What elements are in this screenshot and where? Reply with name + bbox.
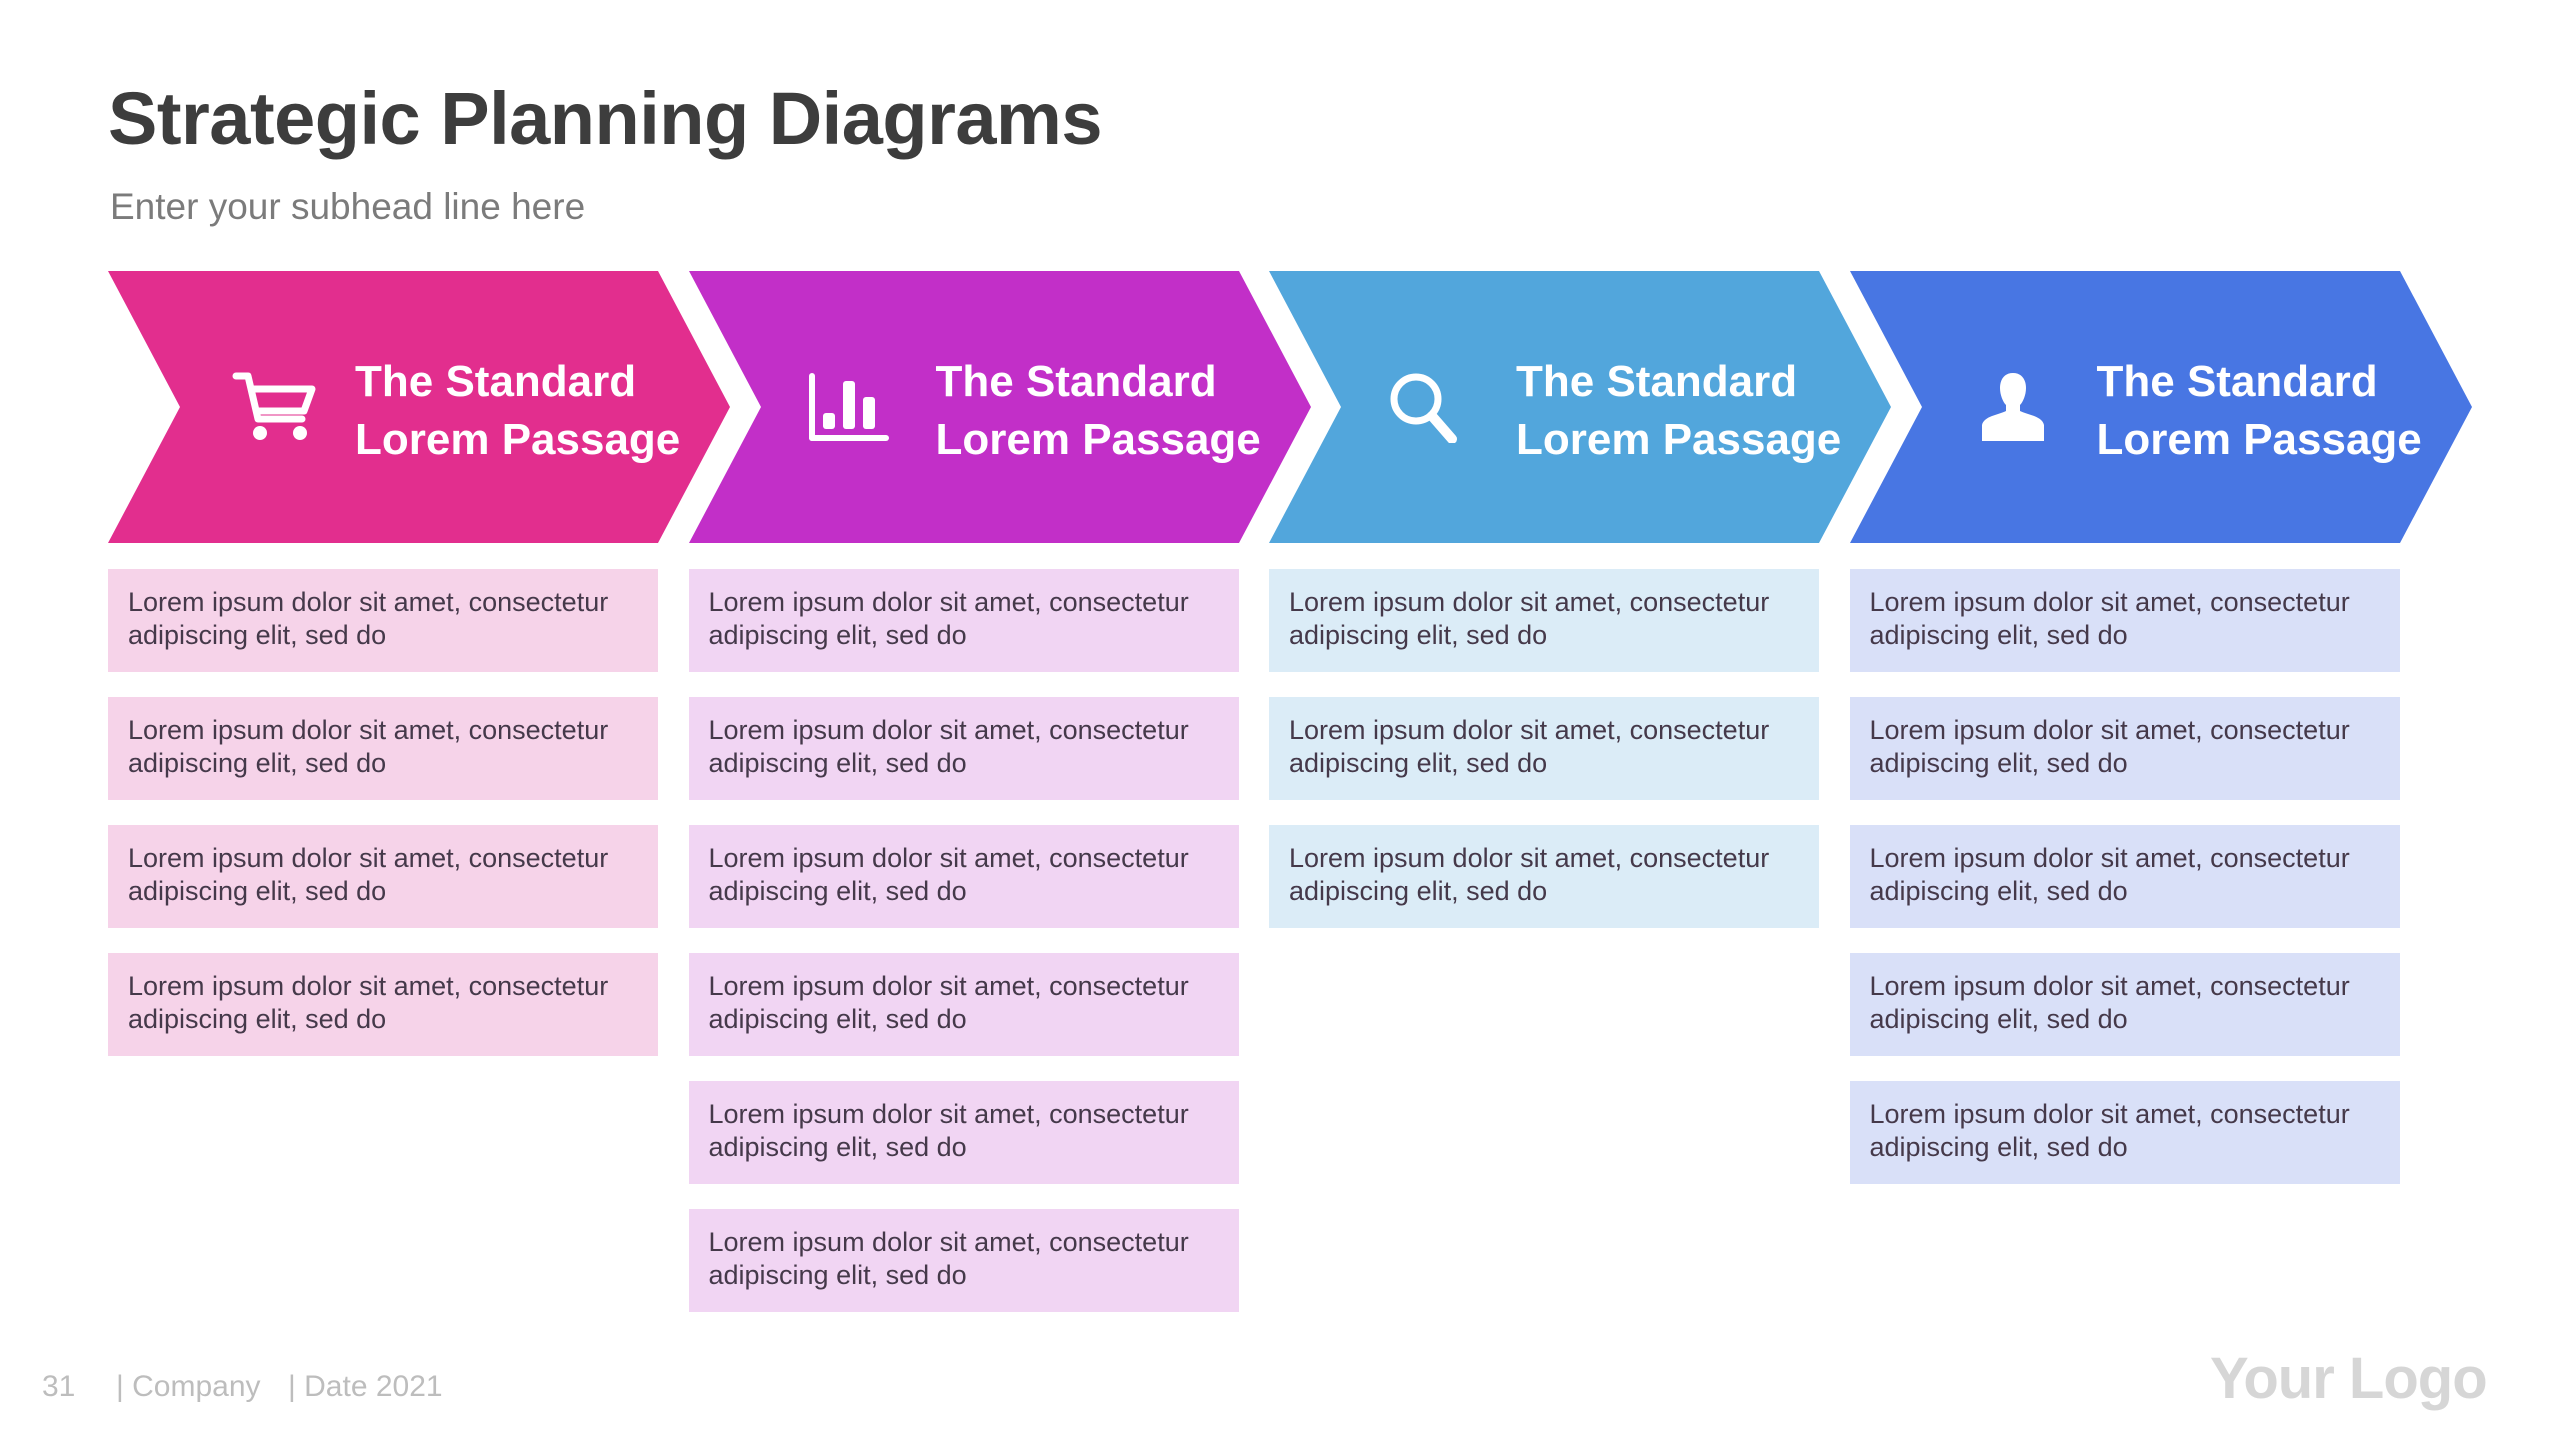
step-heading-line2: Lorem Passage <box>1516 415 1842 464</box>
user-icon <box>1968 371 2058 443</box>
list-item-line1: Lorem ipsum dolor sit amet, consectetur <box>708 1227 1189 1257</box>
chevron-fill <box>1849 271 2472 543</box>
step-heading-line2: Lorem Passage <box>2096 415 2422 464</box>
list-item-line1: Lorem ipsum dolor sit amet, consectetur <box>1289 587 1770 617</box>
list-item-line2: adipiscing elit, sed do <box>708 876 967 906</box>
list-item-line2: adipiscing elit, sed do <box>708 1132 967 1162</box>
list-item-line1: Lorem ipsum dolor sit amet, consectetur <box>128 587 609 617</box>
chevron-shape <box>688 271 1311 543</box>
list-item-line2: adipiscing elit, sed do <box>128 748 387 778</box>
step-heading-line2: Lorem Passage <box>355 415 681 464</box>
list-item-line1: Lorem ipsum dolor sit amet, consectetur <box>708 843 1189 873</box>
bar-chart-icon <box>805 371 895 443</box>
list-item-line2: adipiscing elit, sed do <box>1869 876 2128 906</box>
footer-company: | Company <box>116 1370 261 1403</box>
step-heading-line1: The Standard <box>935 357 1217 406</box>
chevron-fill <box>688 271 1311 543</box>
list-item-line2: adipiscing elit, sed do <box>708 1260 967 1290</box>
list-item-line2: adipiscing elit, sed do <box>1289 876 1548 906</box>
chevron-shape <box>1269 271 1891 543</box>
shopping-cart-icon <box>230 371 320 443</box>
logo: Your Logo <box>2210 1346 2488 1411</box>
list-item-line1: Lorem ipsum dolor sit amet, consectetur <box>708 971 1189 1001</box>
chevron-shape <box>1849 271 2472 543</box>
slide-subhead: Enter your subhead line here <box>110 186 586 227</box>
list-item-line2: adipiscing elit, sed do <box>1289 748 1548 778</box>
list-item-line1: Lorem ipsum dolor sit amet, consectetur <box>128 715 609 745</box>
list-item-line2: adipiscing elit, sed do <box>128 620 387 650</box>
list-item-line2: adipiscing elit, sed do <box>1869 1132 2128 1162</box>
list-item-line2: adipiscing elit, sed do <box>1869 620 2128 650</box>
list-item-line2: adipiscing elit, sed do <box>128 876 387 906</box>
list-item-line2: adipiscing elit, sed do <box>1289 620 1548 650</box>
list-item-line1: Lorem ipsum dolor sit amet, consectetur <box>1869 1099 2350 1129</box>
list-item-line1: Lorem ipsum dolor sit amet, consectetur <box>1869 587 2350 617</box>
list-item-line2: adipiscing elit, sed do <box>1869 748 2128 778</box>
slide-title: Strategic Planning Diagrams <box>108 77 1103 160</box>
list-item-line1: Lorem ipsum dolor sit amet, consectetur <box>708 1099 1189 1129</box>
list-item-line1: Lorem ipsum dolor sit amet, consectetur <box>1289 843 1770 873</box>
step-heading-line1: The Standard <box>2096 357 2378 406</box>
list-item-line2: adipiscing elit, sed do <box>708 620 967 650</box>
chevron-fill <box>108 271 730 543</box>
step-heading-line2: Lorem Passage <box>935 415 1261 464</box>
list-item-line2: adipiscing elit, sed do <box>1869 1004 2128 1034</box>
list-item-line1: Lorem ipsum dolor sit amet, consectetur <box>708 715 1189 745</box>
search-icon <box>1384 371 1474 443</box>
list-item-line1: Lorem ipsum dolor sit amet, consectetur <box>1869 971 2350 1001</box>
step-heading-line1: The Standard <box>355 357 637 406</box>
list-item-line1: Lorem ipsum dolor sit amet, consectetur <box>708 587 1189 617</box>
list-item-line2: adipiscing elit, sed do <box>128 1004 387 1034</box>
list-item-line1: Lorem ipsum dolor sit amet, consectetur <box>128 971 609 1001</box>
footer-date: | Date 2021 <box>288 1370 443 1403</box>
step-heading-line1: The Standard <box>1516 357 1798 406</box>
chevron-fill <box>1269 271 1891 543</box>
chevron-shape <box>108 271 730 543</box>
list-item-line1: Lorem ipsum dolor sit amet, consectetur <box>1289 715 1770 745</box>
list-item-line2: adipiscing elit, sed do <box>708 748 967 778</box>
page-number: 31 <box>42 1370 76 1403</box>
list-item-line1: Lorem ipsum dolor sit amet, consectetur <box>1869 715 2350 745</box>
list-item-line1: Lorem ipsum dolor sit amet, consectetur <box>1869 843 2350 873</box>
list-item-line1: Lorem ipsum dolor sit amet, consectetur <box>128 843 609 873</box>
list-item-line2: adipiscing elit, sed do <box>708 1004 967 1034</box>
